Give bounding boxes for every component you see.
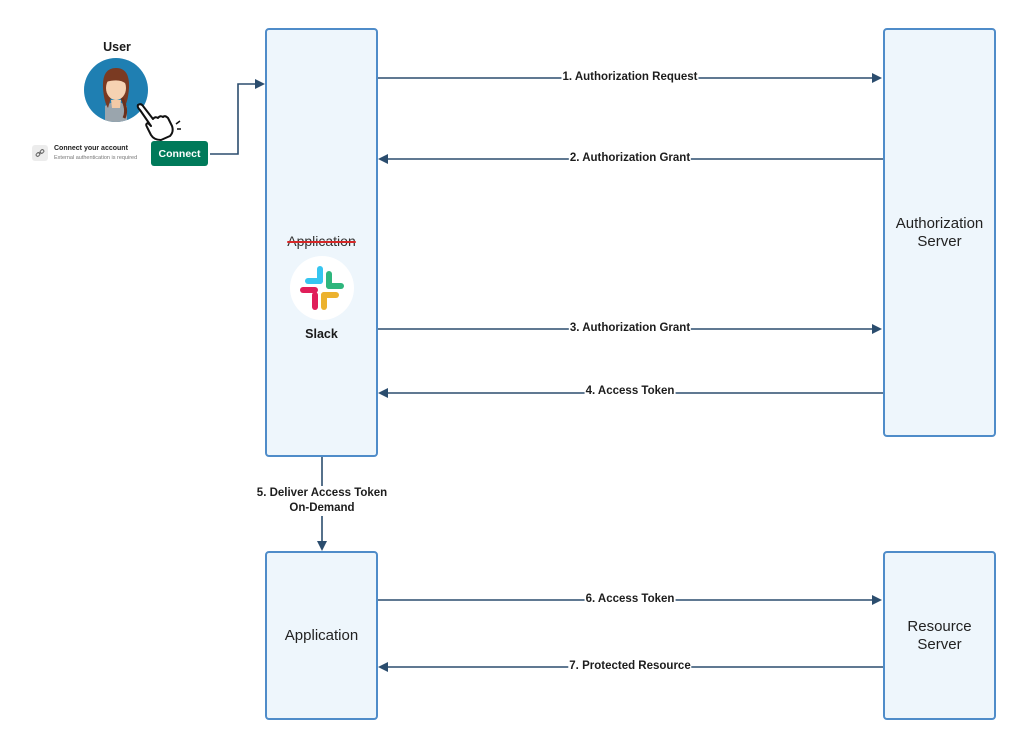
slack-label: Slack (305, 327, 338, 341)
application-struck-label: Application (287, 233, 356, 249)
link-icon (35, 149, 45, 157)
woman-avatar-icon (102, 68, 130, 122)
resource-server-node: Resource Server (883, 551, 996, 720)
connect-account-subtitle: External authentication is required (54, 155, 138, 161)
edge-label-3: 3. Authorization Grant (568, 321, 692, 335)
connector-connect-to-app (210, 79, 265, 155)
authorization-server-label: Authorization Server (895, 214, 984, 250)
application-node-top (265, 28, 378, 457)
hand-pointer-icon (136, 103, 181, 141)
application-bottom-label: Application (284, 626, 359, 644)
application-node-bottom: Application (265, 551, 378, 720)
slack-logo (290, 256, 354, 320)
edge-label-6: 6. Access Token (584, 592, 676, 606)
authorization-server-node: Authorization Server (883, 28, 996, 437)
connect-account-title: Connect your account (54, 145, 128, 152)
link-chip (32, 145, 48, 161)
edge-label-2: 2. Authorization Grant (568, 151, 692, 165)
slack-icon (300, 266, 344, 310)
connect-account-card: Connect your account External authentica… (30, 142, 210, 166)
edge-label-4: 4. Access Token (584, 384, 676, 398)
edge-label-7: 7. Protected Resource (568, 659, 692, 673)
resource-server-label: Resource Server (907, 617, 972, 653)
edge-label-1: 1. Authorization Request (561, 70, 699, 84)
edge-label-5: 5. Deliver Access Token On-Demand (255, 486, 389, 516)
user-avatar (84, 58, 148, 122)
user-label: User (103, 40, 131, 54)
connect-button[interactable]: Connect (151, 141, 208, 166)
